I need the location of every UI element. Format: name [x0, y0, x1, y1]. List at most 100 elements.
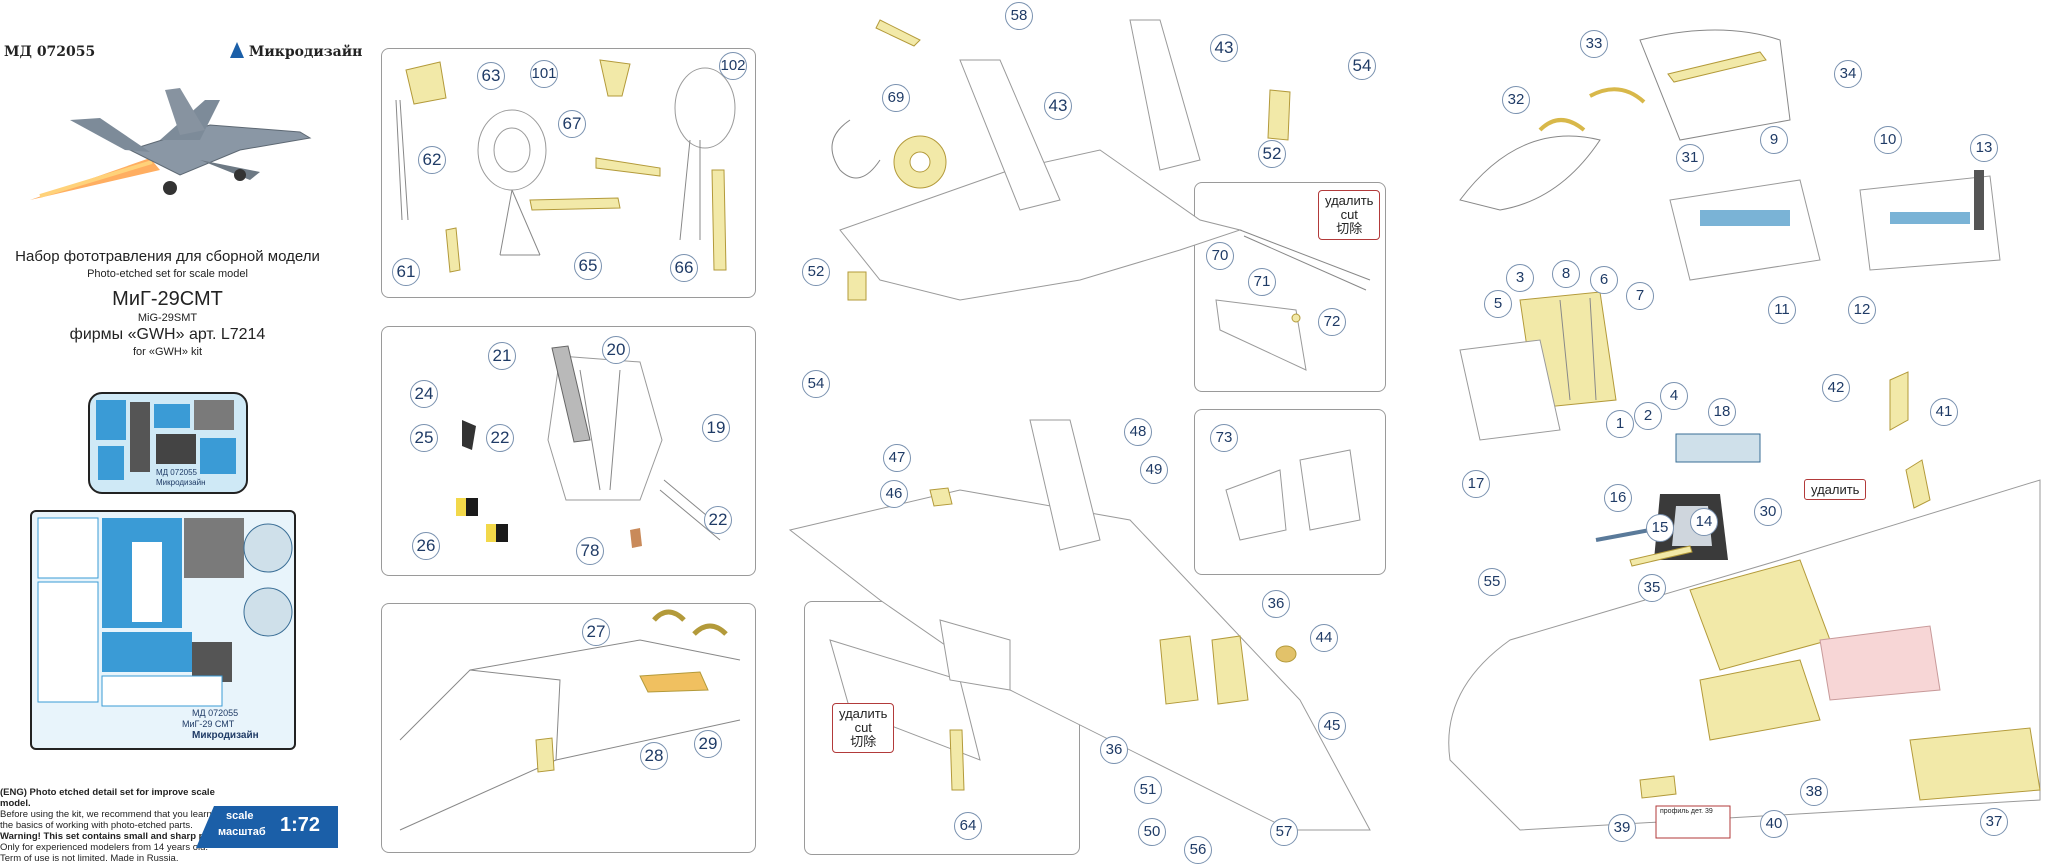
callout-38: 38 [1800, 778, 1828, 806]
note-line-5: Only for experienced modelers from 14 ye… [0, 842, 209, 853]
callout-36b: 36 [1100, 736, 1128, 764]
callout-54a: 54 [1348, 52, 1376, 80]
callout-102: 102 [719, 52, 747, 80]
callout-49: 49 [1140, 456, 1168, 484]
callout-54b: 54 [802, 370, 830, 398]
callout-47: 47 [883, 444, 911, 472]
callout-11: 11 [1768, 296, 1796, 324]
callout-42: 42 [1822, 374, 1850, 402]
callout-2: 2 [1634, 402, 1662, 430]
callout-20: 20 [602, 336, 630, 364]
note-line-1: (ENG) Photo etched detail set for improv… [0, 787, 215, 809]
callout-30: 30 [1754, 498, 1782, 526]
callout-34: 34 [1834, 60, 1862, 88]
callout-31: 31 [1676, 144, 1704, 172]
callout-33: 33 [1580, 30, 1608, 58]
callout-27: 27 [582, 618, 610, 646]
callout-13: 13 [1970, 134, 1998, 162]
cut-label-en: cut [854, 720, 872, 735]
scale-label-en: scale [226, 810, 254, 822]
callout-78: 78 [576, 537, 604, 565]
callout-41: 41 [1930, 398, 1958, 426]
scale-value: 1:72 [280, 814, 321, 836]
callout-56: 56 [1184, 836, 1212, 864]
panel-canopy-frame [381, 603, 756, 853]
callout-17: 17 [1462, 470, 1490, 498]
callout-35: 35 [1638, 574, 1666, 602]
callout-22b: 22 [704, 506, 732, 534]
callout-64: 64 [954, 812, 982, 840]
callout-43a: 43 [1210, 34, 1238, 62]
cut-label-ru: удалить [839, 706, 888, 721]
fret-small: МД 072055 Микродизайн [88, 392, 248, 494]
callout-55: 55 [1478, 568, 1506, 596]
callout-52a: 52 [1258, 140, 1286, 168]
kit-en: for «GWH» kit [132, 346, 203, 358]
callout-63: 63 [477, 62, 505, 90]
callout-71: 71 [1248, 268, 1276, 296]
title-ru: Набор фототравления для сборной модели [15, 248, 320, 265]
brand-logo-icon [230, 42, 244, 58]
fret-large-model: МиГ-29 СМТ [182, 719, 235, 729]
callout-73: 73 [1210, 424, 1238, 452]
callout-24: 24 [410, 380, 438, 408]
callout-4: 4 [1660, 382, 1688, 410]
callout-43b: 43 [1044, 92, 1072, 120]
callout-28: 28 [640, 742, 668, 770]
callout-37: 37 [1980, 808, 2008, 836]
remove-label: удалить [1804, 479, 1867, 500]
callout-22a: 22 [486, 424, 514, 452]
cut-label-flap: удалить cut 切除 [832, 703, 895, 753]
callout-26: 26 [412, 532, 440, 560]
scale-badge: scale масштаб 1:72 [196, 806, 338, 848]
model-ru: МиГ-29СМТ [112, 288, 223, 310]
brand-logo: Микродизайн [230, 42, 362, 60]
cut-label-cn: 切除 [1336, 221, 1363, 236]
callout-1: 1 [1606, 410, 1634, 438]
callout-8: 8 [1552, 260, 1580, 288]
callout-12: 12 [1848, 296, 1876, 324]
callout-25: 25 [410, 424, 438, 452]
callout-67: 67 [558, 110, 586, 138]
model-en: MiG-29SMT [137, 312, 198, 324]
callout-72: 72 [1318, 308, 1346, 336]
callout-52b: 52 [802, 258, 830, 286]
callout-61: 61 [392, 258, 420, 286]
callout-48: 48 [1124, 418, 1152, 446]
callout-66: 66 [670, 254, 698, 282]
fret-small-name: Микродизайн [156, 478, 206, 487]
callout-44: 44 [1310, 624, 1338, 652]
callout-57: 57 [1270, 818, 1298, 846]
callout-36a: 36 [1262, 590, 1290, 618]
callout-7: 7 [1626, 282, 1654, 310]
callout-5: 5 [1484, 290, 1512, 318]
cut-label-ru: удалить [1325, 193, 1374, 208]
callout-69: 69 [882, 84, 910, 112]
usage-notes: (ENG) Photo etched detail set for improv… [0, 787, 240, 864]
note-line-6: Term of use is not limited. Made in Russ… [0, 853, 179, 864]
callout-21: 21 [488, 342, 516, 370]
fret-large-code: МД 072055 [192, 708, 239, 718]
callout-9: 9 [1760, 126, 1788, 154]
kit-ru: фирмы «GWH» арт. L7214 [69, 326, 266, 343]
profile-label: профиль дет. 39 [1660, 808, 1713, 815]
callout-3: 3 [1506, 264, 1534, 292]
note-line-3: the basics of working with photo-etched … [0, 820, 193, 831]
callout-14: 14 [1690, 508, 1718, 536]
callout-19: 19 [702, 414, 730, 442]
callout-58: 58 [1005, 2, 1033, 30]
callout-15: 15 [1646, 514, 1674, 542]
callout-16: 16 [1604, 484, 1632, 512]
note-line-4: Warning! This set contains small and sha… [0, 831, 225, 842]
callout-50: 50 [1138, 818, 1166, 846]
scale-label-ru: масштаб [218, 826, 266, 838]
callout-62: 62 [418, 146, 446, 174]
callout-6: 6 [1590, 266, 1618, 294]
callout-39: 39 [1608, 814, 1636, 842]
title-en: Photo-etched set for scale model [87, 268, 248, 280]
callout-40: 40 [1760, 810, 1788, 838]
callout-45: 45 [1318, 712, 1346, 740]
callout-18: 18 [1708, 398, 1736, 426]
product-code: МД 072055 [4, 44, 96, 60]
